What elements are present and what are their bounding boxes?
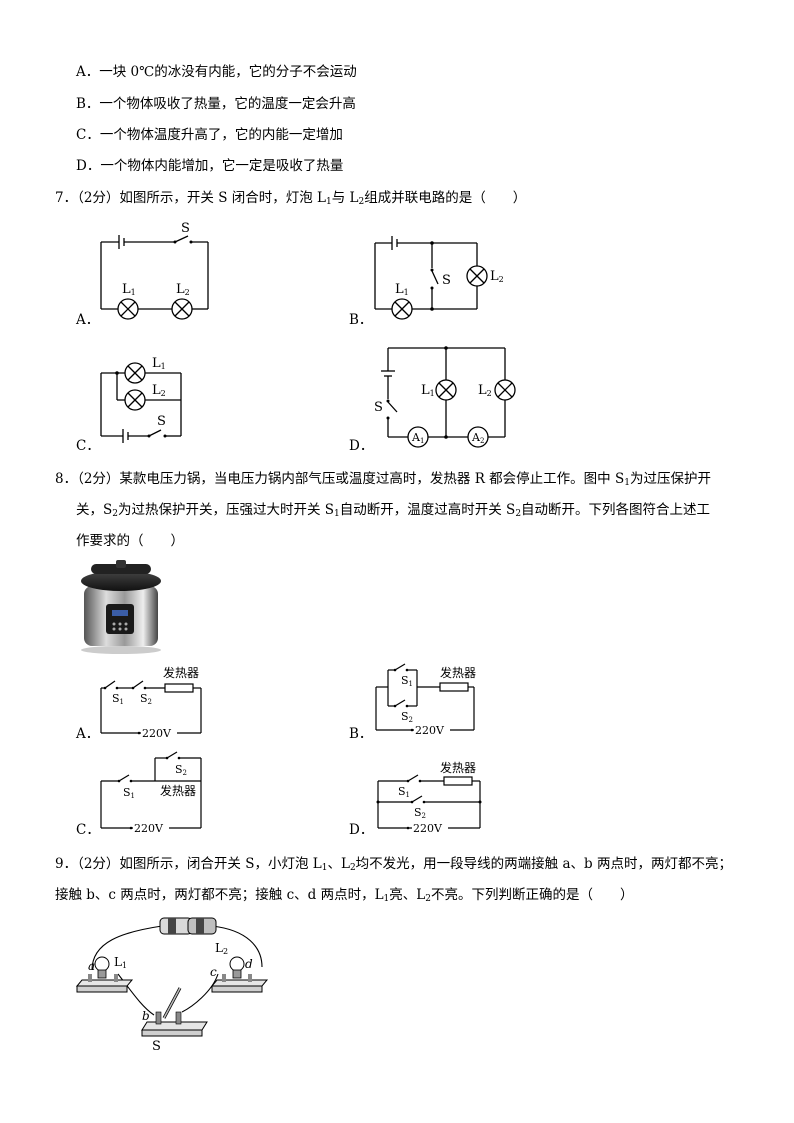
q7-label-c: C．: [76, 438, 100, 454]
q8-label-a: A．: [76, 726, 100, 742]
ammeter1-label: A1: [411, 431, 424, 445]
pressure-cooker-image: [81, 560, 161, 654]
lamp1-label: L1: [122, 282, 136, 297]
q7-stem: 7．（2分）如图所示，开关 S 闭合时，灯泡 L1与 L2组成并联电路的是（ ）: [55, 190, 527, 207]
q8-circuit-a: 发热器 S1 S2 220V: [100, 665, 202, 740]
s2-label: S2: [140, 692, 152, 706]
point-c-label: c: [210, 965, 217, 979]
lamp1-label: L1: [421, 383, 435, 398]
q8-stem-line2: 关，S2为过热保护开关，压强过大时开关 S1自动断开，温度过高时开关 S2自动断…: [76, 502, 711, 519]
s1-label: S1: [123, 786, 135, 800]
switch-label: S: [181, 221, 190, 236]
point-a-label: a: [88, 959, 95, 973]
q7-label-b: B．: [349, 312, 373, 328]
q9-stem-line1: 9．（2分）如图所示，闭合开关 S，小灯泡 L1、L2均不发光，用一段导线的两端…: [55, 856, 732, 873]
switch-s-label: S: [152, 1039, 161, 1054]
q7-circuit-b: S L1 L2: [374, 236, 504, 320]
q7-label-a: A．: [76, 312, 100, 328]
q6-option-b: B．一个物体吸收了热量，它的温度一定会升高: [76, 96, 356, 112]
q8-circuit-d: 发热器 S1 S2 220V: [376, 760, 482, 835]
lamp1-label: L1: [152, 356, 166, 371]
lamp2-label: L2: [478, 383, 492, 398]
q7-label-d: D．: [349, 438, 374, 454]
lamp-l1-icon: [75, 956, 134, 993]
s1-label: S1: [398, 785, 410, 799]
l1-label: L1: [114, 955, 127, 970]
q7-circuit-d: S L1 L2 A1 A2: [374, 346, 516, 448]
voltage-label: 220V: [142, 727, 172, 740]
voltage-label: 220V: [415, 724, 445, 737]
s2-label: S2: [401, 710, 413, 724]
lamp1-label: L1: [395, 282, 409, 297]
s1-label: S1: [112, 692, 124, 706]
point-d-label: d: [245, 957, 253, 971]
voltage-label: 220V: [134, 822, 164, 835]
switch-icon: [141, 987, 208, 1037]
q8-stem-line1: 8．（2分）某款电压力锅，当电压力锅内部气压或温度过高时，发热器 R 都会停止工…: [55, 471, 711, 488]
s2-label: S2: [175, 763, 187, 777]
q7-circuit-a: S L1 L2: [100, 221, 209, 320]
heater-label: 发热器: [163, 665, 199, 680]
lamp2-label: L2: [490, 269, 504, 284]
switch-label: S: [442, 273, 451, 288]
s2-label: S2: [414, 806, 426, 820]
battery-icon: [159, 917, 217, 935]
q7-circuit-c: S L1 L2: [100, 356, 182, 443]
s1-label: S1: [401, 674, 413, 688]
l2-label: L2: [215, 941, 228, 956]
q6-option-a: A．一块 0℃的冰没有内能，它的分子不会运动: [76, 64, 357, 80]
q6-option-d: D．一个物体内能增加，它一定是吸收了热量: [76, 158, 344, 174]
q8-circuit-b: 发热器 S1 S2 220V: [375, 663, 476, 737]
lamp2-label: L2: [152, 383, 166, 398]
q8-label-c: C．: [76, 822, 100, 838]
point-b-label: b: [142, 1009, 150, 1023]
lamp2-label: L2: [176, 282, 190, 297]
switch-label: S: [157, 414, 166, 429]
q6-option-c: C．一个物体温度升高了，它的内能一定增加: [76, 127, 343, 143]
q8-circuit-c: 发热器 S2 S1 220V: [100, 751, 202, 835]
heater-label: 发热器: [440, 665, 476, 680]
q9-stem-line2: 接触 b、c 两点时，两灯都不亮；接触 c、d 两点时，L1亮、L2不亮。下列判…: [55, 887, 634, 904]
voltage-label: 220V: [413, 822, 443, 835]
heater-label: 发热器: [160, 783, 196, 798]
q8-label-d: D．: [349, 822, 374, 838]
ammeter2-label: A2: [471, 431, 484, 445]
heater-label: 发热器: [440, 760, 476, 775]
q8-stem-line3: 作要求的（ ）: [76, 533, 184, 549]
switch-label: S: [374, 400, 383, 415]
lamp-l2-icon: [210, 956, 269, 993]
q9-circuit-illustration: a b c d L1 L2 S: [75, 917, 269, 1054]
q8-label-b: B．: [349, 726, 373, 742]
